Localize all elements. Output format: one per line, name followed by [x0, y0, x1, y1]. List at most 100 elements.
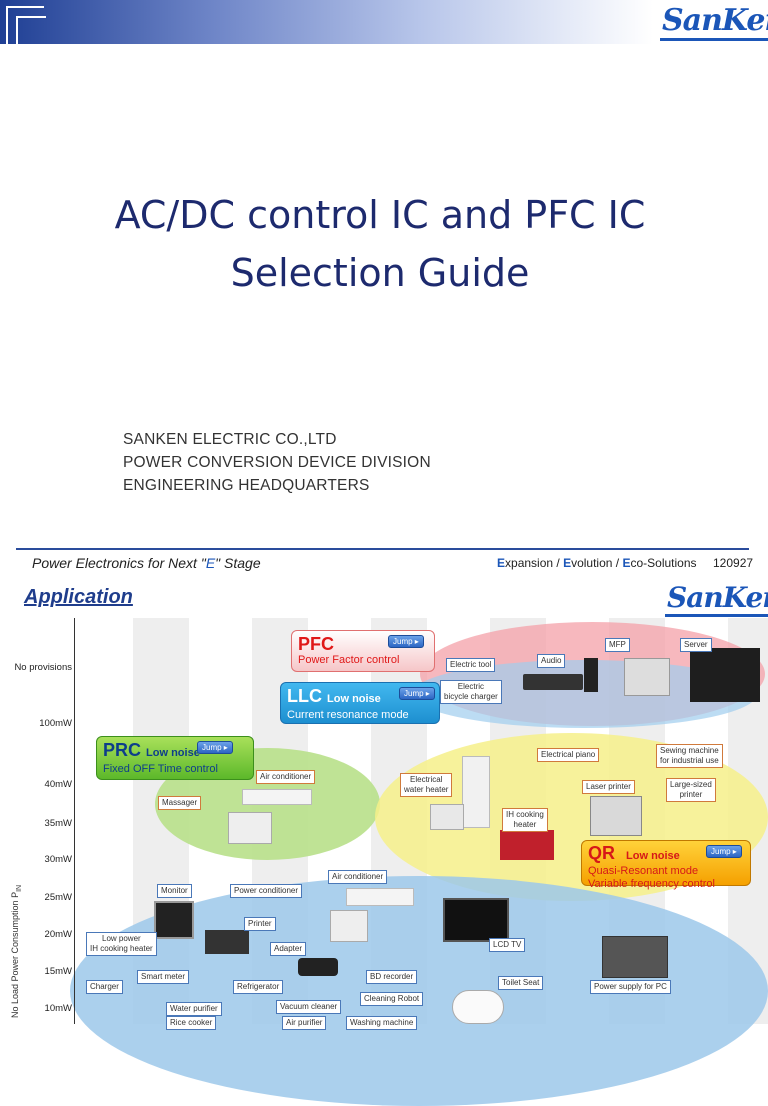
label-adapter: Adapter: [270, 942, 307, 956]
header-rule: [16, 548, 749, 550]
header-banner: [0, 0, 768, 46]
llc-jump-button[interactable]: Jump ▸: [399, 687, 435, 700]
label-power-conditioner: Power conditioner: [230, 884, 303, 898]
pfc-jump-button[interactable]: Jump ▸: [388, 635, 424, 648]
application-chart: No Load Power Consumption PIN No provisi…: [0, 618, 768, 1106]
slogan-part1: xpansion /: [505, 556, 564, 570]
label-line: IH cooking heater: [90, 944, 153, 953]
company-name: SANKEN ELECTRIC CO.,LTD: [123, 431, 337, 448]
qr-description-1: Quasi-Resonant mode: [588, 865, 699, 877]
label-air-conditioner: Air conditioner: [256, 770, 316, 784]
y-tick-label: 10mW: [44, 1003, 72, 1014]
label-electrical-piano: Electrical piano: [537, 748, 600, 762]
tagline: Power Electronics for Next "E" Stage: [32, 555, 261, 571]
label-printer: Printer: [244, 917, 276, 931]
llc-description: Current resonance mode: [287, 709, 409, 721]
toilet-seat-icon: [452, 990, 504, 1024]
qr-description-2: Variable frequency control: [588, 878, 715, 890]
llc-name: LLC: [287, 686, 322, 706]
monitor-icon: [154, 901, 194, 939]
label-line: Electrical: [410, 775, 443, 784]
qr-callout[interactable]: QR Low noise Quasi-Resonant mode Variabl…: [581, 840, 751, 890]
y-axis-title-text: No Load Power Consumption P: [10, 891, 20, 1018]
label-line: Large-sized: [670, 780, 712, 789]
slogan-e3: E: [622, 556, 631, 570]
label-monitor: Monitor: [157, 884, 192, 898]
label-toilet-seat: Toilet Seat: [498, 976, 544, 990]
label-line: printer: [679, 790, 703, 799]
laser-printer-icon: [590, 796, 642, 836]
outdoor-unit-2-icon: [330, 910, 368, 942]
y-tick-label: 35mW: [44, 818, 72, 829]
pfc-callout[interactable]: PFC Power Factor control Jump ▸: [291, 630, 435, 672]
tagline-prefix: Power Electronics for Next ": [32, 555, 206, 571]
audio-device-icon: [523, 674, 583, 690]
water-heater-icon: [462, 756, 490, 828]
y-axis-title-sub: IN: [15, 884, 23, 892]
jump-label: Jump: [404, 689, 424, 698]
section-title: Application: [24, 586, 133, 608]
slogan-e1: E: [497, 556, 506, 570]
heater-unit-icon: [430, 804, 464, 830]
label-washing-machine: Washing machine: [346, 1016, 418, 1030]
label-lcd-tv: LCD TV: [489, 938, 526, 952]
label-line: IH cooking: [506, 810, 544, 819]
sanken-logo: SanKen: [660, 6, 768, 41]
mfp-icon: [624, 658, 670, 696]
label-water-purifier: Water purifier: [166, 1002, 222, 1016]
speaker-icon: [584, 658, 598, 692]
lcd-tv-icon: [443, 898, 509, 942]
label-massager: Massager: [158, 796, 202, 810]
qr-jump-button[interactable]: Jump ▸: [706, 845, 742, 858]
department-name: ENGINEERING HEADQUARTERS: [123, 477, 370, 494]
prc-name: PRC: [103, 740, 142, 760]
pfc-description: Power Factor control: [298, 654, 400, 666]
label-line: heater: [513, 820, 537, 829]
label-laser-printer: Laser printer: [582, 780, 635, 794]
label-electric-tool: Electric tool: [446, 658, 496, 672]
jump-label: Jump: [711, 847, 731, 856]
label-air-purifier: Air purifier: [282, 1016, 327, 1030]
jump-label: Jump: [393, 637, 413, 646]
label-power-supply-pc: Power supply for PC: [590, 980, 671, 994]
tagline-suffix: " Stage: [215, 555, 261, 571]
prc-jump-button[interactable]: Jump ▸: [197, 741, 233, 754]
tagline-e: E: [205, 555, 216, 571]
label-mfp: MFP: [605, 638, 630, 652]
label-rice-cooker: Rice cooker: [166, 1016, 217, 1030]
pc-power-supply-icon: [602, 936, 668, 978]
slogan-part2: volution /: [571, 556, 623, 570]
label-bd-recorder: BD recorder: [366, 970, 418, 984]
slogan: Expansion / Evolution / Eco-Solutions: [497, 556, 697, 570]
outdoor-unit-icon: [228, 812, 272, 844]
label-vacuum-cleaner: Vacuum cleaner: [276, 1000, 342, 1014]
llc-callout[interactable]: LLC Low noise Current resonance mode Jum…: [280, 682, 440, 724]
ih-cooking-heater-icon: [500, 830, 554, 860]
slogan-e2: E: [563, 556, 572, 570]
prc-noise: Low noise: [146, 747, 200, 759]
corner-bracket-icon: [0, 0, 46, 46]
y-tick-label: 100mW: [39, 718, 72, 729]
label-smart-meter: Smart meter: [137, 970, 190, 984]
y-tick-label: No provisions: [14, 662, 72, 673]
air-conditioner-2-icon: [346, 888, 414, 906]
label-server: Server: [680, 638, 712, 652]
title-slide: SanKen AC/DC control IC and PFC IC Selec…: [0, 0, 768, 530]
air-conditioner-icon: [242, 789, 312, 805]
label-audio: Audio: [537, 654, 566, 668]
printer-icon: [205, 930, 249, 954]
qr-noise: Low noise: [626, 850, 680, 862]
y-axis-title: No Load Power Consumption PIN: [10, 885, 23, 1018]
company-block: SANKEN ELECTRIC CO.,LTD POWER CONVERSION…: [123, 428, 431, 497]
document-code: 120927: [713, 556, 754, 570]
label-air-conditioner-2: Air conditioner: [328, 870, 388, 884]
label-refrigerator: Refrigerator: [233, 980, 284, 994]
prc-callout[interactable]: PRC Low noise Fixed OFF Time control Jum…: [96, 736, 254, 780]
label-line: for industrial use: [660, 756, 719, 765]
y-tick-label: 25mW: [44, 892, 72, 903]
